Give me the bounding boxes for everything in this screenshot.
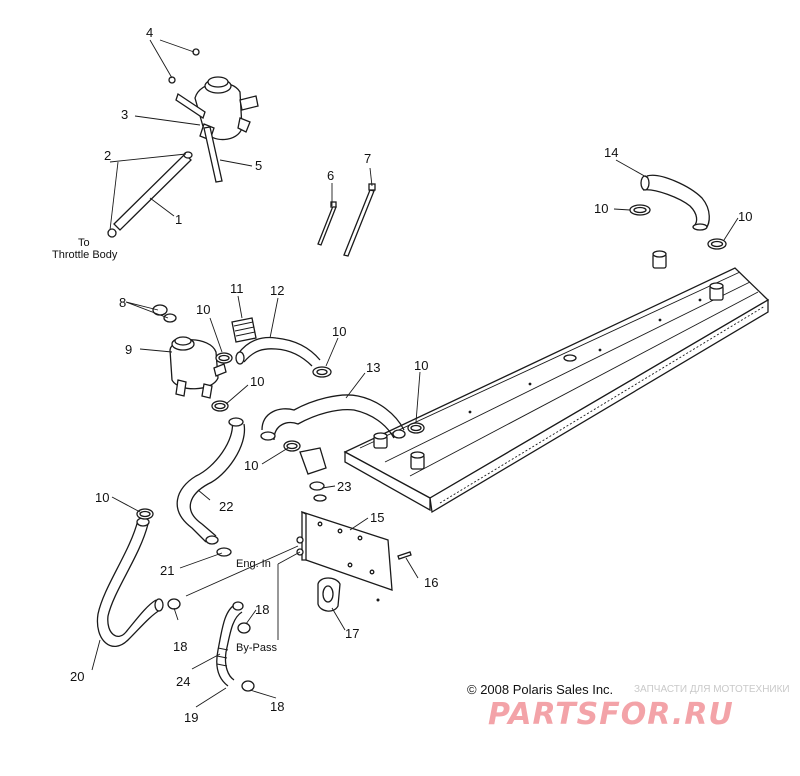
callout-10: 10 xyxy=(594,201,608,216)
callout-13: 13 xyxy=(366,360,380,375)
callout-10: 10 xyxy=(196,302,210,317)
callout-14: 14 xyxy=(604,145,618,160)
callout-19: 19 xyxy=(184,710,198,725)
hose-24 xyxy=(216,601,244,687)
hose-clamp-10-h xyxy=(136,508,154,520)
callout-16: 16 xyxy=(424,575,438,590)
hose-clamp-10-d xyxy=(312,366,332,378)
callout-2: 2 xyxy=(104,148,111,163)
hose-clamp-10-e xyxy=(407,422,425,434)
callout-22: 22 xyxy=(219,499,233,514)
hose-clamp-10-c xyxy=(215,352,233,364)
heat-exchanger xyxy=(343,267,770,514)
upper-coolant-bottle xyxy=(168,48,259,141)
bellows-hose-11 xyxy=(231,317,257,343)
hose-12 xyxy=(235,336,321,367)
callout-18: 18 xyxy=(270,699,284,714)
callout-17: 17 xyxy=(345,626,359,641)
elbow-hose-14 xyxy=(640,174,710,231)
callout-4: 4 xyxy=(146,25,153,40)
callout-18: 18 xyxy=(173,639,187,654)
callout-18: 18 xyxy=(255,602,269,617)
callout-12: 12 xyxy=(270,283,284,298)
callout-5: 5 xyxy=(255,158,262,173)
callout-10: 10 xyxy=(738,209,752,224)
exchanger-inlet-fitting xyxy=(373,250,724,470)
tie-strap-7 xyxy=(343,183,376,257)
callout-21: 21 xyxy=(160,563,174,578)
mounting-bracket xyxy=(296,510,393,591)
throttle-body-hose xyxy=(107,151,193,238)
callout-1: 1 xyxy=(175,212,182,227)
callout-11: 11 xyxy=(230,281,244,296)
hose-clamp-10-b xyxy=(707,238,727,250)
callout-10: 10 xyxy=(95,490,109,505)
thermostat-housing xyxy=(299,447,327,502)
rubber-block-17 xyxy=(317,577,341,612)
hose-22 xyxy=(176,417,246,545)
hose-clamp-18-a xyxy=(167,598,181,610)
note-by-pass: By-Pass xyxy=(236,642,277,654)
tie-strap-6 xyxy=(317,201,337,246)
callout-24: 24 xyxy=(176,674,190,689)
callout-20: 20 xyxy=(70,669,84,684)
note-throttle-body: Throttle Body xyxy=(52,249,118,261)
hose-clamp-21 xyxy=(216,547,232,557)
watermark-tagline: ЗАПЧАСТИ ДЛЯ МОТОТЕХНИКИ xyxy=(634,684,790,695)
hose-clamp-10-g xyxy=(211,400,229,412)
coolant-tank xyxy=(169,336,227,399)
hose-20 xyxy=(96,517,164,647)
leader-lines xyxy=(91,39,739,708)
callout-15: 15 xyxy=(370,510,384,525)
callout-8: 8 xyxy=(119,295,126,310)
callout-23: 23 xyxy=(337,479,351,494)
callout-6: 6 xyxy=(327,168,334,183)
callout-7: 7 xyxy=(364,151,371,166)
callout-3: 3 xyxy=(121,107,128,122)
hose-clamp-10-a xyxy=(629,204,651,216)
hose-13 xyxy=(260,394,406,441)
watermark-site: PARTSFOR.RU xyxy=(488,697,734,732)
callout-10: 10 xyxy=(250,374,264,389)
note-eng-in: Eng. In xyxy=(236,558,271,570)
note-to: To xyxy=(78,237,90,249)
callout-9: 9 xyxy=(125,342,132,357)
bolt-16 xyxy=(376,551,412,602)
callout-10: 10 xyxy=(414,358,428,373)
copyright-notice: © 2008 Polaris Sales Inc. xyxy=(467,682,613,697)
hose-clamp-18-c xyxy=(241,680,255,692)
callout-10: 10 xyxy=(244,458,258,473)
overflow-tube xyxy=(203,126,223,183)
hose-clamp-18-b xyxy=(237,622,251,634)
callout-10: 10 xyxy=(332,324,346,339)
